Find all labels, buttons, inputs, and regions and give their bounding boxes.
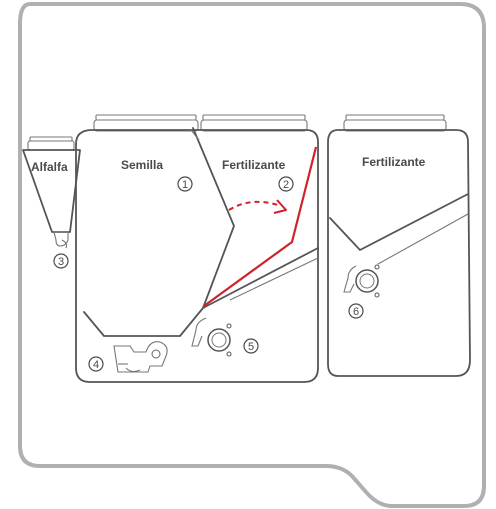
fertilizer-hopper-2 (327, 114, 471, 377)
seed-meter-mechanism (113, 341, 168, 373)
dashed-arrow-icon (228, 199, 287, 214)
label-semilla: Semilla (121, 158, 163, 172)
callout-6: 6 (348, 303, 364, 319)
main-hopper (75, 114, 319, 383)
callout-4: 4 (88, 356, 104, 372)
svg-text:3: 3 (58, 256, 64, 268)
svg-text:1: 1 (182, 179, 188, 191)
alfalfa-hopper (22, 136, 81, 249)
callout-5: 5 (243, 338, 259, 354)
svg-text:6: 6 (353, 306, 359, 318)
callout-2: 2 (278, 176, 294, 192)
metering-roller-2 (343, 264, 380, 298)
callout-3: 3 (53, 253, 69, 269)
divider-highlight (203, 146, 318, 307)
label-fertilizante-1: Fertilizante (222, 158, 286, 172)
label-fertilizante-2: Fertilizante (362, 155, 426, 169)
label-alfalfa: Alfalfa (31, 160, 68, 174)
svg-text:4: 4 (93, 359, 99, 371)
metering-roller-icon (191, 317, 232, 357)
outer-frame (18, 1, 486, 508)
callout-1: 1 (177, 176, 193, 192)
svg-text:2: 2 (283, 179, 289, 191)
svg-text:5: 5 (248, 341, 254, 353)
